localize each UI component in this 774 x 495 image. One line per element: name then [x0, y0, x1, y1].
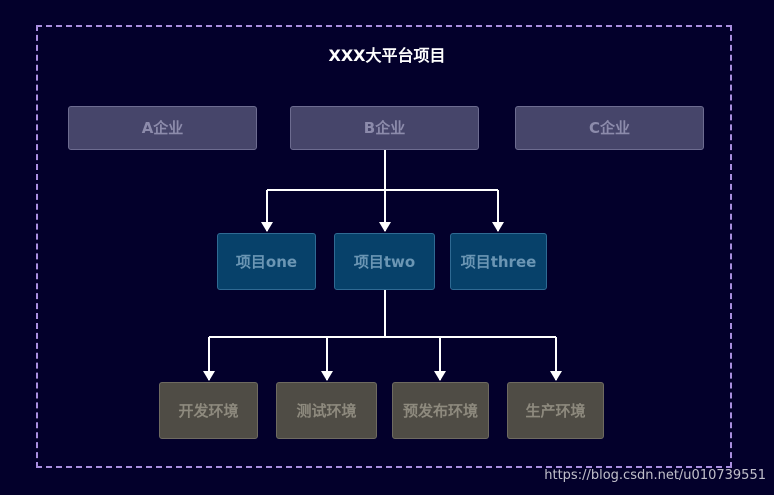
diagram-title: XXX大平台项目	[328, 46, 446, 65]
environment-node-dev: 开发环境	[159, 382, 258, 439]
company-node-b: B企业	[290, 106, 479, 150]
project-node-two: 项目two	[334, 233, 435, 290]
platform-boundary	[36, 25, 732, 468]
environment-node-test: 测试环境	[276, 382, 377, 439]
project-node-three: 项目three	[450, 233, 547, 290]
company-node-a: A企业	[68, 106, 257, 150]
project-node-one: 项目one	[217, 233, 316, 290]
watermark-url: https://blog.csdn.net/u010739551	[544, 468, 766, 483]
environment-node-prod: 生产环境	[507, 382, 604, 439]
company-node-c: C企业	[515, 106, 704, 150]
environment-node-preprod: 预发布环境	[392, 382, 489, 439]
